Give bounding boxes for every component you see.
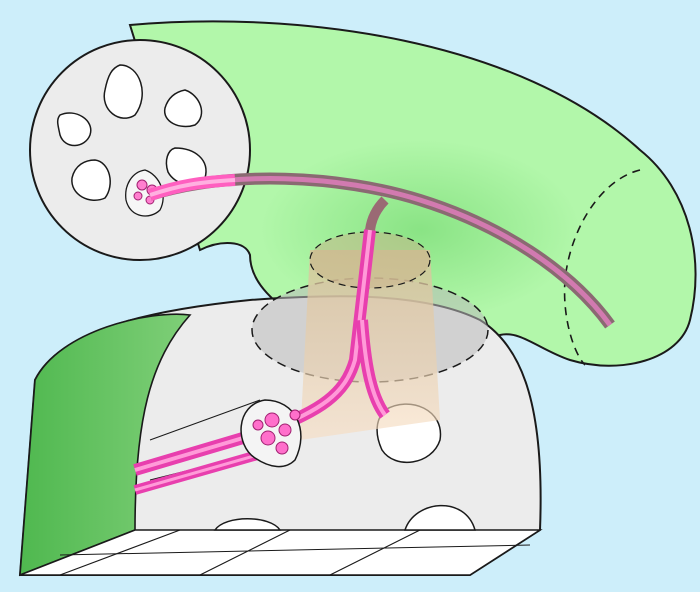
cavity xyxy=(103,64,143,119)
host-root-cross-section xyxy=(29,39,251,261)
cavity xyxy=(403,504,476,531)
cavity xyxy=(71,159,111,201)
cavity xyxy=(164,89,203,128)
cavity xyxy=(56,112,92,147)
parasite-vascular-bundle xyxy=(240,399,302,468)
host-vessel xyxy=(148,172,615,329)
cavity xyxy=(213,518,282,531)
